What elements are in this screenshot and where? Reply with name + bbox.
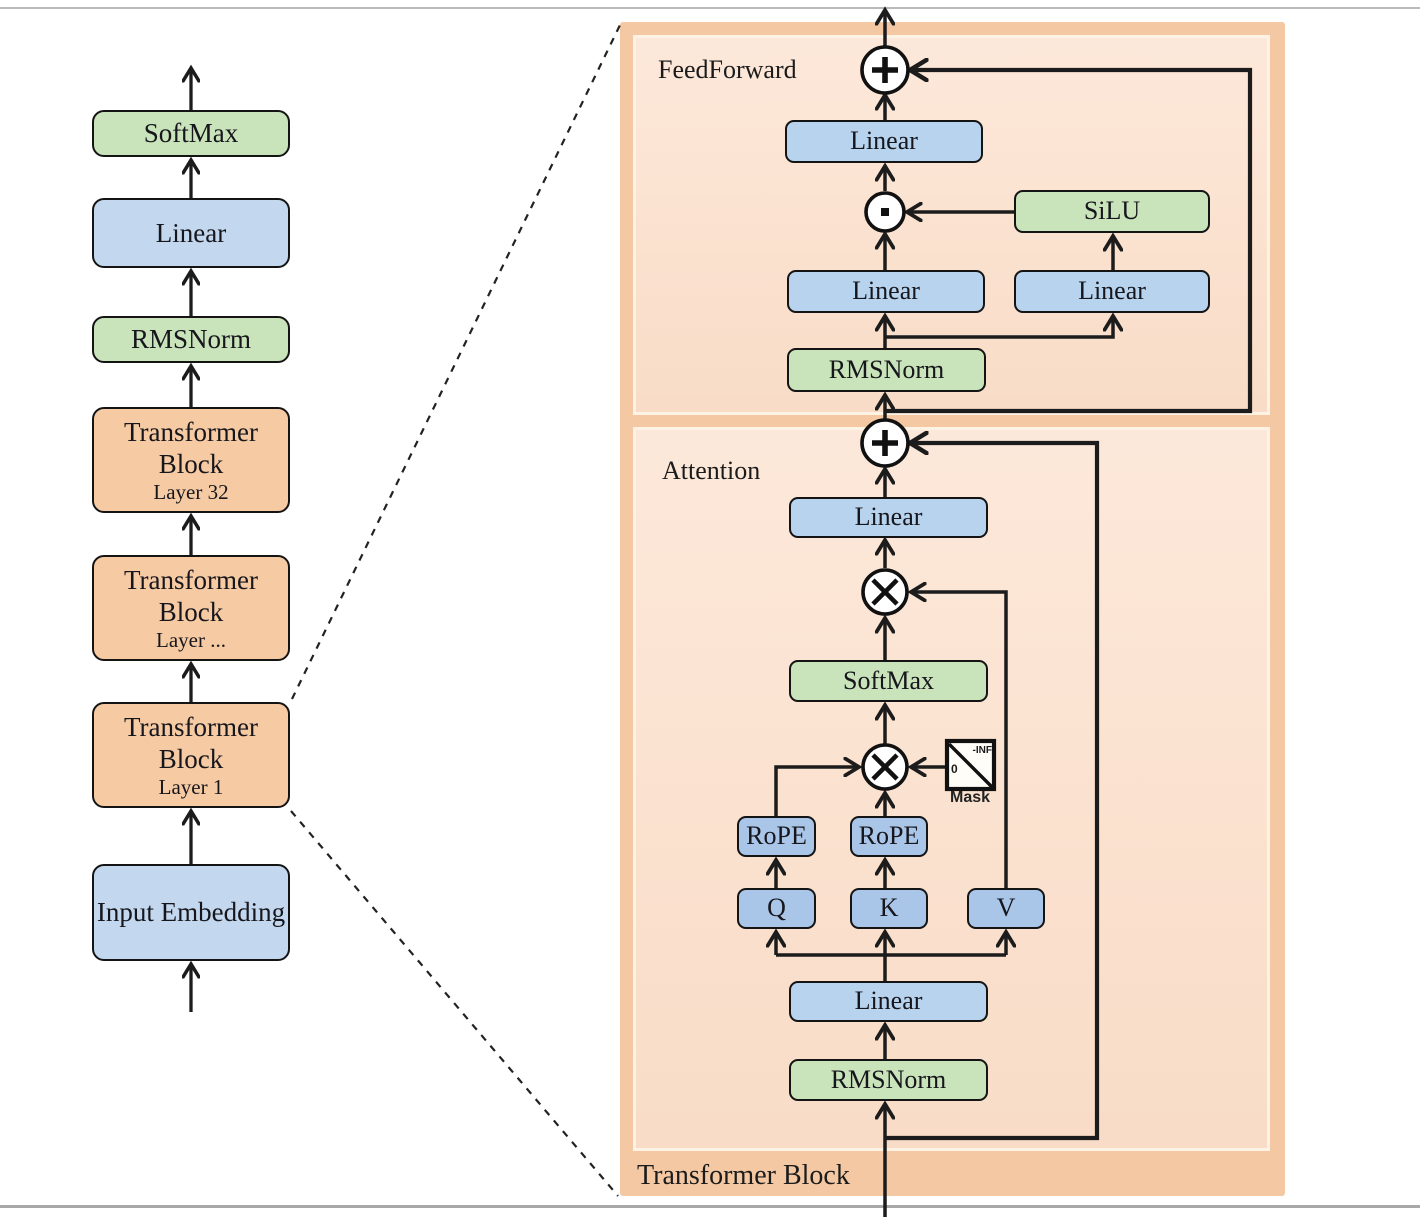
zoom-dashed-connectors <box>290 22 622 1197</box>
mask-neg-inf-value: -INF <box>972 745 992 756</box>
top-frame-line <box>0 7 1420 9</box>
box-output-softmax: SoftMax <box>92 110 290 157</box>
box-q-projection: Q <box>737 888 816 929</box>
box-label: Linear <box>850 126 918 156</box>
box-att-softmax: SoftMax <box>789 660 988 702</box>
mask-label: Mask <box>949 789 991 806</box>
box-label: Linear <box>852 276 920 306</box>
transformer-block-caption: Transformer Block <box>637 1160 850 1191</box>
box-ff-linear-down: Linear <box>785 120 983 163</box>
box-label: SoftMax <box>843 665 934 695</box>
box-sublabel: Layer 1 <box>158 775 224 800</box>
box-ff-linear-up: Linear <box>787 270 985 313</box>
box-label: Transformer Block <box>124 416 258 479</box>
box-label: RoPE <box>746 821 807 851</box>
box-label: Q <box>767 893 786 923</box>
box-label: Linear <box>1078 276 1146 306</box>
box-transformer-block-layer-dots: Transformer Block Layer ... <box>92 555 290 661</box>
box-rope-k: RoPE <box>850 816 928 857</box>
box-input-embedding: Input Embedding <box>92 864 290 961</box>
box-v-projection: V <box>967 888 1045 929</box>
box-label: K <box>879 893 899 923</box>
bottom-frame-line <box>0 1205 1420 1208</box>
box-att-linear-qkv: Linear <box>789 981 988 1022</box>
attention-title: Attention <box>662 456 761 485</box>
box-label: Transformer Block <box>124 711 258 774</box>
box-final-rmsnorm: RMSNorm <box>92 316 290 363</box>
feedforward-title: FeedForward <box>658 55 797 84</box>
box-label: RMSNorm <box>830 1064 947 1094</box>
box-label: Transformer Block <box>124 564 258 627</box>
multiply-icon <box>861 568 909 616</box>
box-ff-linear-gate: Linear <box>1014 270 1210 313</box>
add-icon <box>860 45 910 95</box>
box-label: SiLU <box>1083 196 1141 226</box>
box-sublabel: Layer ... <box>156 628 226 653</box>
box-label: Linear <box>155 217 227 248</box>
mask-icon <box>944 738 997 792</box>
box-label: V <box>996 893 1016 923</box>
box-ff-rmsnorm: RMSNorm <box>787 348 986 392</box>
multiply-icon <box>861 743 909 791</box>
box-att-linear-out: Linear <box>789 497 988 538</box>
dot-product-icon <box>864 191 906 233</box>
box-transformer-block-layer-1: Transformer Block Layer 1 <box>92 702 290 808</box>
box-label: Linear <box>854 502 923 532</box>
box-rope-q: RoPE <box>737 816 816 857</box>
box-transformer-block-layer-32: Transformer Block Layer 32 <box>92 407 290 513</box>
add-icon <box>860 418 910 468</box>
box-label: RMSNorm <box>130 324 252 355</box>
box-output-linear: Linear <box>92 198 290 268</box>
box-att-rmsnorm: RMSNorm <box>789 1059 988 1101</box>
box-label: RoPE <box>858 821 920 851</box>
box-label: Linear <box>854 986 923 1016</box>
box-k-projection: K <box>850 888 928 929</box>
box-label: SoftMax <box>143 118 239 149</box>
box-ff-silu: SiLU <box>1014 190 1210 233</box>
box-sublabel: Layer 32 <box>153 480 229 505</box>
box-label: Input Embedding <box>96 896 286 927</box>
attention-wires <box>776 443 1100 1217</box>
feedforward-wires <box>885 10 1253 420</box>
box-label: RMSNorm <box>828 354 945 384</box>
mask-zero-value: 0 <box>951 762 958 776</box>
